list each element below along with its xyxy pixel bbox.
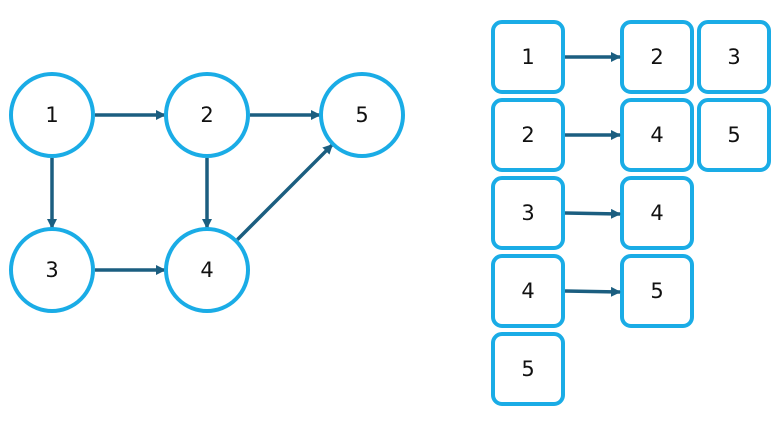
cell-label: 1 bbox=[521, 45, 534, 69]
cell-box bbox=[697, 98, 771, 172]
cell-label: 3 bbox=[727, 45, 740, 69]
adjacency-list: 1 2 3 2 4 5 3 4 4 5 5 bbox=[491, 20, 771, 406]
cell-box bbox=[697, 20, 771, 94]
cell-label: 2 bbox=[521, 123, 534, 147]
cell-box bbox=[620, 20, 694, 94]
cell-label: 4 bbox=[650, 123, 663, 147]
neighbor-cell-2-4: 4 bbox=[620, 98, 694, 172]
cell-box bbox=[620, 254, 694, 328]
neighbor-cell-2-5: 5 bbox=[697, 98, 771, 172]
cell-box bbox=[491, 332, 565, 406]
cell-box bbox=[620, 176, 694, 250]
cell-label: 2 bbox=[650, 45, 663, 69]
vertex-cell-2: 2 bbox=[491, 98, 565, 172]
graph-node-3: 3 bbox=[9, 227, 95, 313]
graph-node-5: 5 bbox=[319, 72, 405, 158]
node-circle bbox=[164, 227, 250, 313]
cell-label: 3 bbox=[521, 201, 534, 225]
cell-box bbox=[620, 98, 694, 172]
graph-edges bbox=[47, 110, 334, 275]
node-circle bbox=[9, 227, 95, 313]
graph-node-2: 2 bbox=[164, 72, 250, 158]
cell-label: 5 bbox=[650, 279, 663, 303]
cell-label: 5 bbox=[727, 123, 740, 147]
node-circle bbox=[9, 72, 95, 158]
node-label: 1 bbox=[45, 103, 58, 127]
graph-nodes: 1 2 3 4 5 bbox=[9, 72, 405, 313]
list-pointer-3 bbox=[564, 208, 621, 219]
node-circle bbox=[319, 72, 405, 158]
cell-label: 4 bbox=[521, 279, 534, 303]
neighbor-cell-4-5: 5 bbox=[620, 254, 694, 328]
graph-node-4: 4 bbox=[164, 227, 250, 313]
cell-box bbox=[491, 176, 565, 250]
vertex-cell-1: 1 bbox=[491, 20, 565, 94]
node-label: 4 bbox=[200, 258, 213, 282]
neighbor-cell-1-3: 3 bbox=[697, 20, 771, 94]
list-pointer-4 bbox=[564, 286, 621, 297]
graph-node-1: 1 bbox=[9, 72, 95, 158]
node-label: 2 bbox=[200, 103, 213, 127]
cell-label: 4 bbox=[650, 201, 663, 225]
neighbor-cell-1-2: 2 bbox=[620, 20, 694, 94]
vertex-cell-5: 5 bbox=[491, 332, 565, 406]
node-label: 5 bbox=[355, 103, 368, 127]
cell-box bbox=[491, 98, 565, 172]
node-label: 3 bbox=[45, 258, 58, 282]
cell-box bbox=[491, 20, 565, 94]
edge-4-to-5 bbox=[236, 143, 334, 241]
neighbor-cell-3-4: 4 bbox=[620, 176, 694, 250]
vertex-cell-3: 3 bbox=[491, 176, 565, 250]
vertex-cell-4: 4 bbox=[491, 254, 565, 328]
cell-label: 5 bbox=[521, 357, 534, 381]
cell-box bbox=[491, 254, 565, 328]
node-circle bbox=[164, 72, 250, 158]
